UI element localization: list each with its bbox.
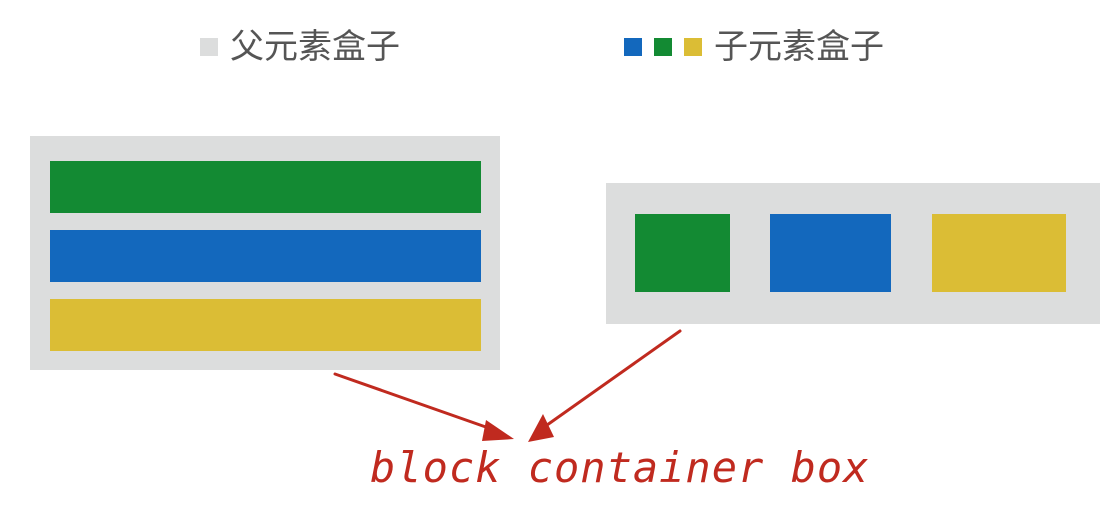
legend-child: 子元素盒子: [624, 22, 884, 72]
left-arrow: [333, 372, 514, 441]
legend-child-label: 子元素盒子: [714, 27, 884, 67]
child-swatch-green-icon: [654, 38, 672, 56]
child-box-green-horizontal: [50, 161, 481, 213]
child-swatch-blue-icon: [624, 38, 642, 56]
caption-block-container-box: block container box: [370, 443, 870, 492]
legend-parent: 父元素盒子: [200, 22, 400, 72]
parent-box-vertical: [30, 136, 500, 370]
child-box-yellow-inline: [932, 214, 1066, 292]
child-box-green-inline: [635, 214, 730, 292]
child-box-blue-horizontal: [50, 230, 481, 282]
child-box-blue-inline: [770, 214, 891, 292]
parent-swatch-icon: [200, 38, 218, 56]
parent-box-horizontal: [606, 183, 1100, 324]
child-swatch-yellow-icon: [684, 38, 702, 56]
right-arrow: [528, 329, 682, 442]
legend-parent-label: 父元素盒子: [230, 27, 400, 67]
child-box-yellow-horizontal: [50, 299, 481, 351]
